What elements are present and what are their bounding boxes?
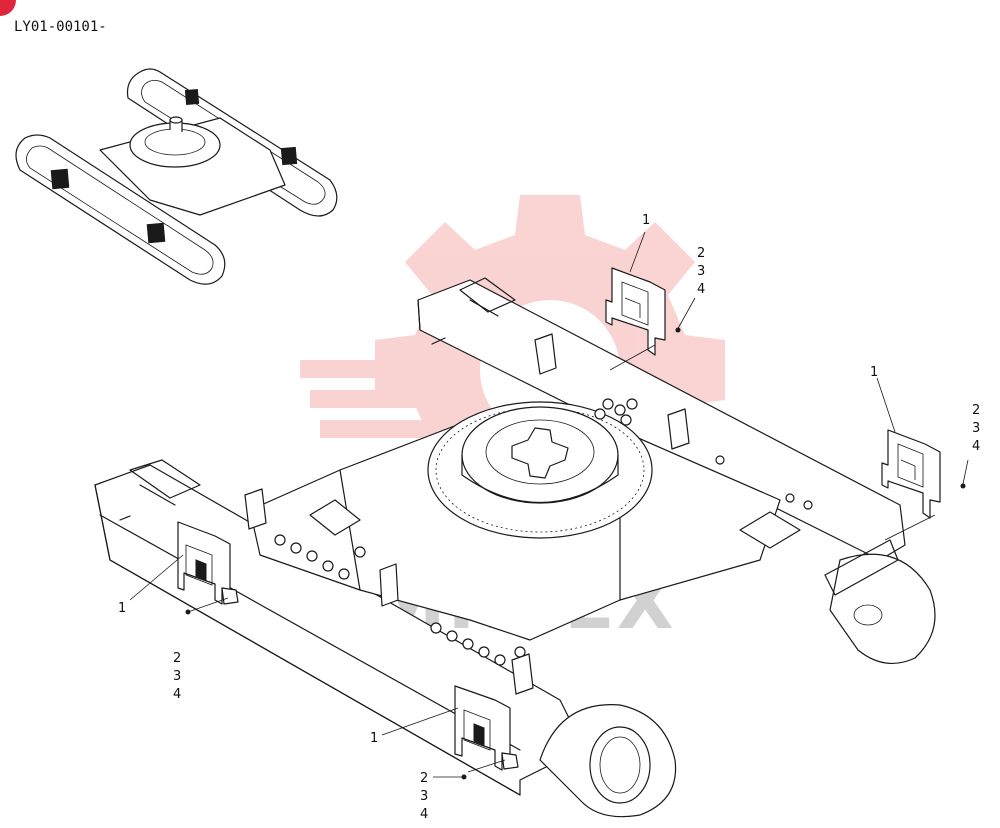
callout-part: 1 — [870, 365, 878, 380]
callout-fastener: 4 — [173, 687, 181, 702]
track-guard-top-right[interactable] — [605, 267, 666, 356]
callout-part: 1 — [642, 213, 650, 228]
callout-front: 1 2 3 4 — [370, 731, 428, 822]
callout-fastener: 3 — [420, 789, 428, 804]
callout-fastener: 2 — [697, 246, 705, 261]
track-guard-left[interactable] — [177, 521, 239, 605]
part-code: LY01-00101- — [14, 19, 107, 35]
callout-fastener: 2 — [173, 651, 181, 666]
callout-top-right: 1 2 3 4 — [642, 213, 705, 297]
callout-right: 1 2 3 4 — [870, 365, 980, 454]
callout-fastener: 3 — [173, 669, 181, 684]
fastener-markers — [185, 327, 966, 780]
track-guard-front[interactable] — [454, 685, 519, 771]
callout-fastener: 3 — [697, 264, 705, 279]
callout-fastener: 2 — [972, 403, 980, 418]
undercarriage-thumbnail — [15, 68, 338, 285]
corner-marker — [0, 0, 16, 16]
callout-fastener: 3 — [972, 421, 980, 436]
leader-lines — [129, 231, 969, 778]
callout-fastener: 4 — [972, 439, 980, 454]
track-guard-right[interactable] — [881, 429, 941, 519]
callout-part: 1 — [370, 731, 378, 746]
callout-fastener: 4 — [420, 807, 428, 822]
callout-part: 1 — [118, 601, 126, 616]
callout-fastener: 2 — [420, 771, 428, 786]
callout-fastener: 4 — [697, 282, 705, 297]
callout-left: 1 2 3 4 — [118, 601, 181, 702]
